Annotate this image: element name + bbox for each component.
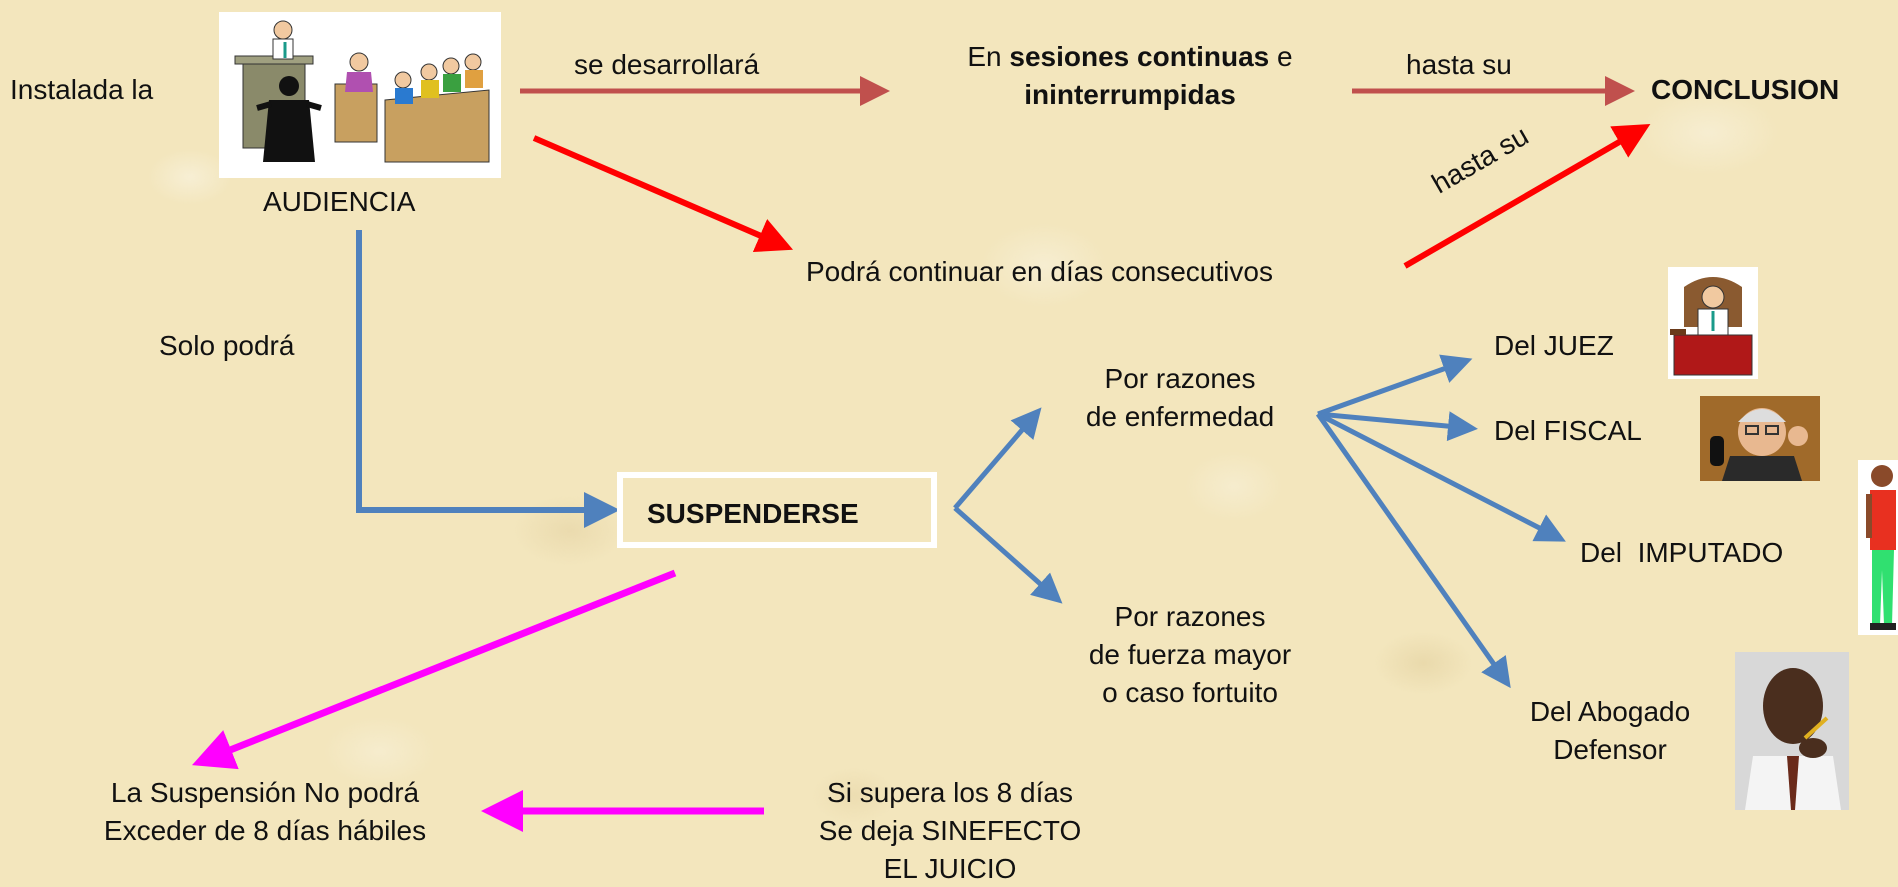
del-fiscal-label: Del FISCAL <box>1494 415 1642 446</box>
solo-podra-label: Solo podrá <box>159 330 295 361</box>
si-supera-label: Si supera los 8 días Se deja SINEFECTO E… <box>780 774 1120 887</box>
hasta-su-label-top: hasta su <box>1406 49 1512 80</box>
defendant-image <box>1858 460 1898 635</box>
no-podra-line1: La Suspensión No podrá <box>110 777 420 808</box>
conclusion-label: CONCLUSION <box>1651 74 1840 105</box>
arrow-suspenderse-to-enfermedad <box>953 407 1042 510</box>
del-abogado-line2: Defensor <box>1553 733 1667 765</box>
del-abogado-label: Del Abogado Defensor <box>1510 693 1710 769</box>
no-podra-label: La Suspensión No podrá Exceder de 8 días… <box>60 774 470 850</box>
del-imputado-label: Del IMPUTADO <box>1580 537 1784 568</box>
arrow-podra-continuar-to-conclusion <box>1403 123 1651 269</box>
defendant-icon <box>1866 465 1896 630</box>
en-text: En <box>967 41 1002 72</box>
suspenderse-box: SUSPENDERSE <box>617 472 937 548</box>
ininterrumpidas-text: ininterrumpidas <box>1024 78 1236 110</box>
judge-image <box>1668 267 1758 379</box>
prosecutor-photo-icon <box>1700 396 1820 481</box>
arrow-enfermedad-to-fiscal <box>1317 411 1478 442</box>
razones-fuerza-line3: o caso fortuito <box>1102 676 1278 708</box>
suspenderse-label: SUSPENDERSE <box>647 498 859 529</box>
si-supera-line3: EL JUICIO <box>883 852 1017 884</box>
instalada-label: Instalada la <box>10 74 154 105</box>
courtroom-icon <box>234 20 490 163</box>
arrow-suspenderse-to-fuerza-mayor <box>953 506 1063 604</box>
si-supera-line1: Si supera los 8 días <box>827 777 1073 808</box>
prosecutor-image <box>1700 396 1820 481</box>
e-text: e <box>1277 41 1293 72</box>
arrow-audiencia-to-podra-continuar <box>532 135 794 253</box>
sesiones-continuas-label: En sesiones continuas e ininterrumpidas <box>900 38 1360 114</box>
judge-icon <box>1670 277 1753 376</box>
lawyer-photo-icon <box>1735 652 1849 810</box>
del-abogado-line1: Del Abogado <box>1529 696 1691 727</box>
si-supera-line2: Se deja SINEFECTO <box>818 814 1082 846</box>
arrow-enfermedad-to-imputado <box>1316 411 1566 542</box>
arrow-suspenderse-to-no-podra <box>191 569 677 770</box>
sesiones-continuas-text: sesiones continuas <box>1009 41 1270 72</box>
arrow-enfermedad-to-juez <box>1317 354 1473 417</box>
audiencia-label: AUDIENCIA <box>263 186 416 217</box>
razones-fuerza-label: Por razones de fuerza mayor o caso fortu… <box>1050 598 1330 711</box>
arrow-audiencia-to-suspenderse <box>356 230 620 528</box>
se-desarrollara-label: se desarrollará <box>574 49 760 80</box>
razones-fuerza-line2: de fuerza mayor <box>1088 638 1292 670</box>
arrow-enfermedad-to-abogado <box>1315 412 1511 689</box>
razones-fuerza-line1: Por razones <box>1114 601 1266 632</box>
podra-continuar-label: Podrá continuar en días consecutivos <box>806 256 1273 287</box>
courtroom-image <box>219 12 501 178</box>
razones-enfermedad-label: Por razones de enfermedad <box>1050 360 1310 436</box>
no-podra-line2: Exceder de 8 días hábiles <box>103 814 427 846</box>
razones-enfermedad-line1: Por razones <box>1104 363 1256 394</box>
del-juez-label: Del JUEZ <box>1494 330 1614 361</box>
lawyer-image <box>1735 652 1849 810</box>
razones-enfermedad-line2: de enfermedad <box>1085 400 1275 432</box>
